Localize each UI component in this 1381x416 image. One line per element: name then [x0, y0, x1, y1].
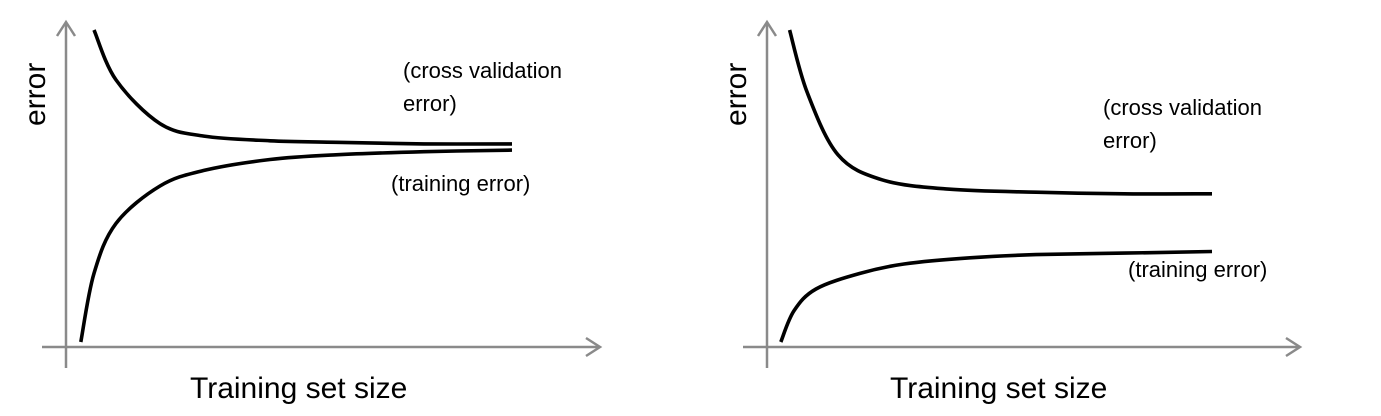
y-axis-label-left: error	[19, 63, 52, 126]
chart-left: error Training set size (cross validatio…	[19, 19, 603, 405]
x-axis-arrowhead-left	[585, 336, 603, 358]
training-error-label-left: (training error)	[391, 171, 530, 196]
y-axis-arrowhead-left	[55, 19, 77, 37]
cross-validation-label-line1-right: (cross validation	[1103, 95, 1262, 120]
x-axis-label-left: Training set size	[190, 372, 407, 405]
training-curve-left	[79, 148, 513, 343]
x-axis-label-right: Training set size	[890, 372, 1107, 405]
cross-validation-curve-left	[92, 29, 513, 146]
cross-validation-curve-right	[787, 29, 1213, 196]
training-curve-right	[779, 249, 1213, 343]
training-error-label-right: (training error)	[1128, 257, 1267, 282]
y-axis-arrowhead-right	[756, 19, 778, 37]
x-axis-arrowhead-right	[1285, 336, 1303, 358]
cross-validation-label-line2-right: error)	[1103, 128, 1157, 153]
chart-right: error Training set size (cross validatio…	[720, 19, 1303, 405]
cross-validation-label-line2-left: error)	[403, 91, 457, 116]
cross-validation-label-line1-left: (cross validation	[403, 58, 562, 83]
y-axis-label-right: error	[720, 63, 753, 126]
